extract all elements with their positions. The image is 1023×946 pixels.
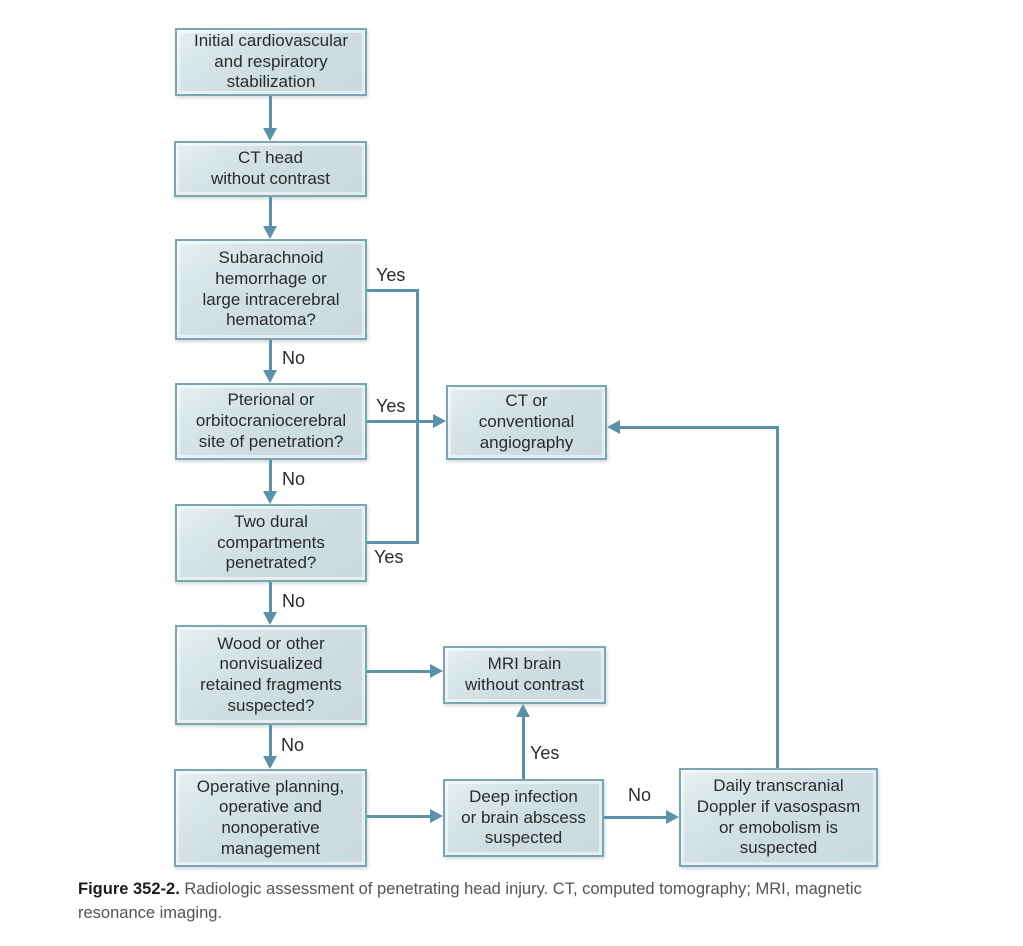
- edge-label-no: No: [628, 785, 652, 805]
- flow-node-deep-infection: Deep infection or brain abscess suspecte…: [443, 779, 604, 857]
- edge-label-yes: Yes: [376, 396, 406, 416]
- flow-node-pterional-penetration: Pterional or orbitocraniocerebral site o…: [175, 383, 367, 460]
- arrowhead-right-icon: [430, 809, 443, 823]
- connector-stabilization-to-ct-head: [269, 96, 272, 129]
- connector-wood-no-to-operative: [269, 725, 272, 757]
- flow-node-retained-fragments: Wood or other nonvisualized retained fra…: [175, 625, 367, 725]
- flow-node-mri-brain-label: MRI brain without contrast: [464, 654, 585, 694]
- flow-node-stabilization: Initial cardiovascular and respiratory s…: [175, 28, 367, 96]
- flow-node-mri-brain: MRI brain without contrast: [443, 646, 606, 704]
- arrowhead-down-icon: [263, 370, 277, 383]
- edge-label-no: No: [281, 735, 305, 755]
- flow-node-stabilization-label: Initial cardiovascular and respiratory s…: [193, 30, 348, 92]
- edge-label-yes: Yes: [376, 265, 406, 285]
- arrowhead-down-icon: [263, 491, 277, 504]
- flow-node-subarachnoid-hemorrhage-label: Subarachnoid hemorrhage or large intrace…: [202, 248, 340, 330]
- connector-pterional-yes-to-angiography: [367, 420, 433, 423]
- flow-node-transcranial-doppler-label: Daily transcranial Doppler if vasospasm …: [696, 776, 861, 858]
- arrowhead-right-icon: [433, 414, 446, 428]
- arrowhead-left-icon: [607, 420, 620, 434]
- flow-node-operative-management: Operative planning, operative and nonope…: [174, 769, 367, 867]
- connector-sah-no-to-pterional: [269, 340, 272, 371]
- edge-label-no: No: [282, 348, 306, 368]
- flow-node-pterional-penetration-label: Pterional or orbitocraniocerebral site o…: [195, 390, 347, 451]
- arrowhead-right-icon: [430, 664, 443, 678]
- connector-ct-head-to-sah: [269, 197, 272, 227]
- arrowhead-down-icon: [263, 226, 277, 239]
- flow-node-dural-compartments-label: Two dural compartments penetrated?: [217, 511, 325, 573]
- connector-doppler-to-angiography-horizontal: [620, 426, 779, 429]
- flow-node-angiography: CT or conventional angiography: [446, 385, 607, 460]
- flow-node-deep-infection-label: Deep infection or brain abscess suspecte…: [461, 786, 586, 848]
- arrowhead-down-icon: [263, 128, 277, 141]
- connector-pterional-no-to-dural: [269, 460, 272, 492]
- figure-caption-number: Figure 352-2.: [78, 880, 180, 898]
- flow-node-ct-head-label: CT head without contrast: [210, 148, 331, 188]
- arrowhead-right-icon: [666, 810, 679, 824]
- arrowhead-up-icon: [516, 704, 530, 717]
- connector-doppler-to-angiography-vertical: [776, 426, 779, 768]
- flow-node-transcranial-doppler: Daily transcranial Doppler if vasospasm …: [679, 768, 878, 867]
- connector-dural-yes: [367, 541, 419, 544]
- figure-caption-text: Radiologic assessment of penetrating hea…: [78, 880, 862, 922]
- connector-dural-no-to-wood: [269, 582, 272, 613]
- connector-operative-to-infection: [367, 815, 430, 818]
- flow-node-retained-fragments-label: Wood or other nonvisualized retained fra…: [200, 633, 342, 715]
- edge-label-no: No: [282, 469, 306, 489]
- connector-infection-yes-to-mri: [522, 717, 525, 779]
- flow-node-angiography-label: CT or conventional angiography: [478, 391, 575, 452]
- arrowhead-down-icon: [263, 612, 277, 625]
- edge-label-yes: Yes: [374, 547, 404, 567]
- connector-infection-no-to-doppler: [604, 816, 666, 819]
- connector-sah-yes: [367, 289, 419, 292]
- edge-label-yes: Yes: [530, 743, 560, 763]
- flow-node-dural-compartments: Two dural compartments penetrated?: [175, 504, 367, 582]
- arrowhead-down-icon: [263, 756, 277, 769]
- flow-node-ct-head: CT head without contrast: [174, 141, 367, 197]
- connector-wood-to-mri: [367, 670, 430, 673]
- connector-yes-junction-vertical: [416, 289, 419, 544]
- figure-caption: Figure 352-2. Radiologic assessment of p…: [78, 877, 958, 925]
- flow-node-subarachnoid-hemorrhage: Subarachnoid hemorrhage or large intrace…: [175, 239, 367, 340]
- edge-label-no: No: [282, 591, 306, 611]
- flow-node-operative-management-label: Operative planning, operative and nonope…: [196, 776, 345, 858]
